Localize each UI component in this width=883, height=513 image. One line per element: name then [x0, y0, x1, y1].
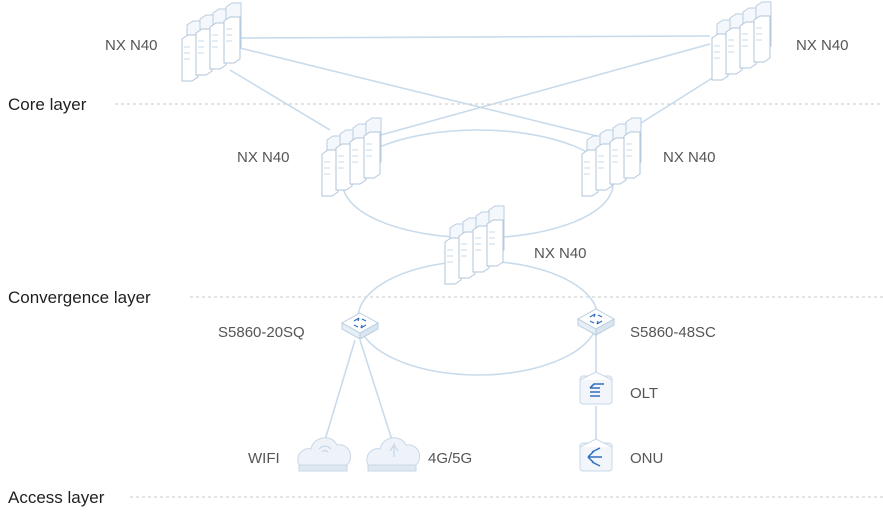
switch-left-icon — [341, 312, 379, 340]
core-right-server-icon — [711, 1, 772, 81]
switch-right-label: S5860-48SC — [630, 324, 716, 341]
mid-right-server-icon — [581, 117, 642, 197]
onu-label: ONU — [630, 450, 663, 467]
cellular-label: 4G/5G — [428, 450, 472, 467]
onu-icon — [579, 438, 613, 472]
link-core-left-mid-right — [239, 47, 606, 139]
mid-left-server-icon — [321, 117, 382, 197]
link-core-right-mid-left — [369, 43, 711, 139]
access-layer-label: Access layer — [8, 488, 105, 507]
ring-center-switches — [357, 260, 599, 376]
olt-label: OLT — [630, 385, 658, 402]
olt-icon — [579, 371, 613, 405]
mid-right-label: NX N40 — [663, 149, 716, 166]
link-core-left-mid-left — [229, 69, 331, 131]
switch-left-label: S5860-20SQ — [218, 324, 305, 341]
link-core-right-mid-right — [629, 69, 726, 131]
core-left-label: NX N40 — [105, 37, 158, 54]
connection-lines — [229, 35, 726, 441]
switch-right-icon — [577, 308, 615, 336]
link-core-left-core-right — [239, 35, 711, 39]
layer-separators — [115, 103, 883, 498]
core-right-label: NX N40 — [796, 37, 849, 54]
link-switch-left-wifi — [324, 339, 356, 441]
core-left-server-icon — [181, 2, 242, 82]
wifi-label: WIFI — [248, 450, 280, 467]
center-label: NX N40 — [534, 245, 587, 262]
core-layer-label: Core layer — [8, 95, 87, 114]
cellular-icon — [366, 437, 421, 472]
center-server-icon — [444, 205, 505, 285]
convergence-layer-label: Convergence layer — [8, 288, 151, 307]
mid-left-label: NX N40 — [237, 149, 290, 166]
link-switch-left-cellular — [359, 339, 393, 441]
wifi-icon — [297, 437, 352, 472]
